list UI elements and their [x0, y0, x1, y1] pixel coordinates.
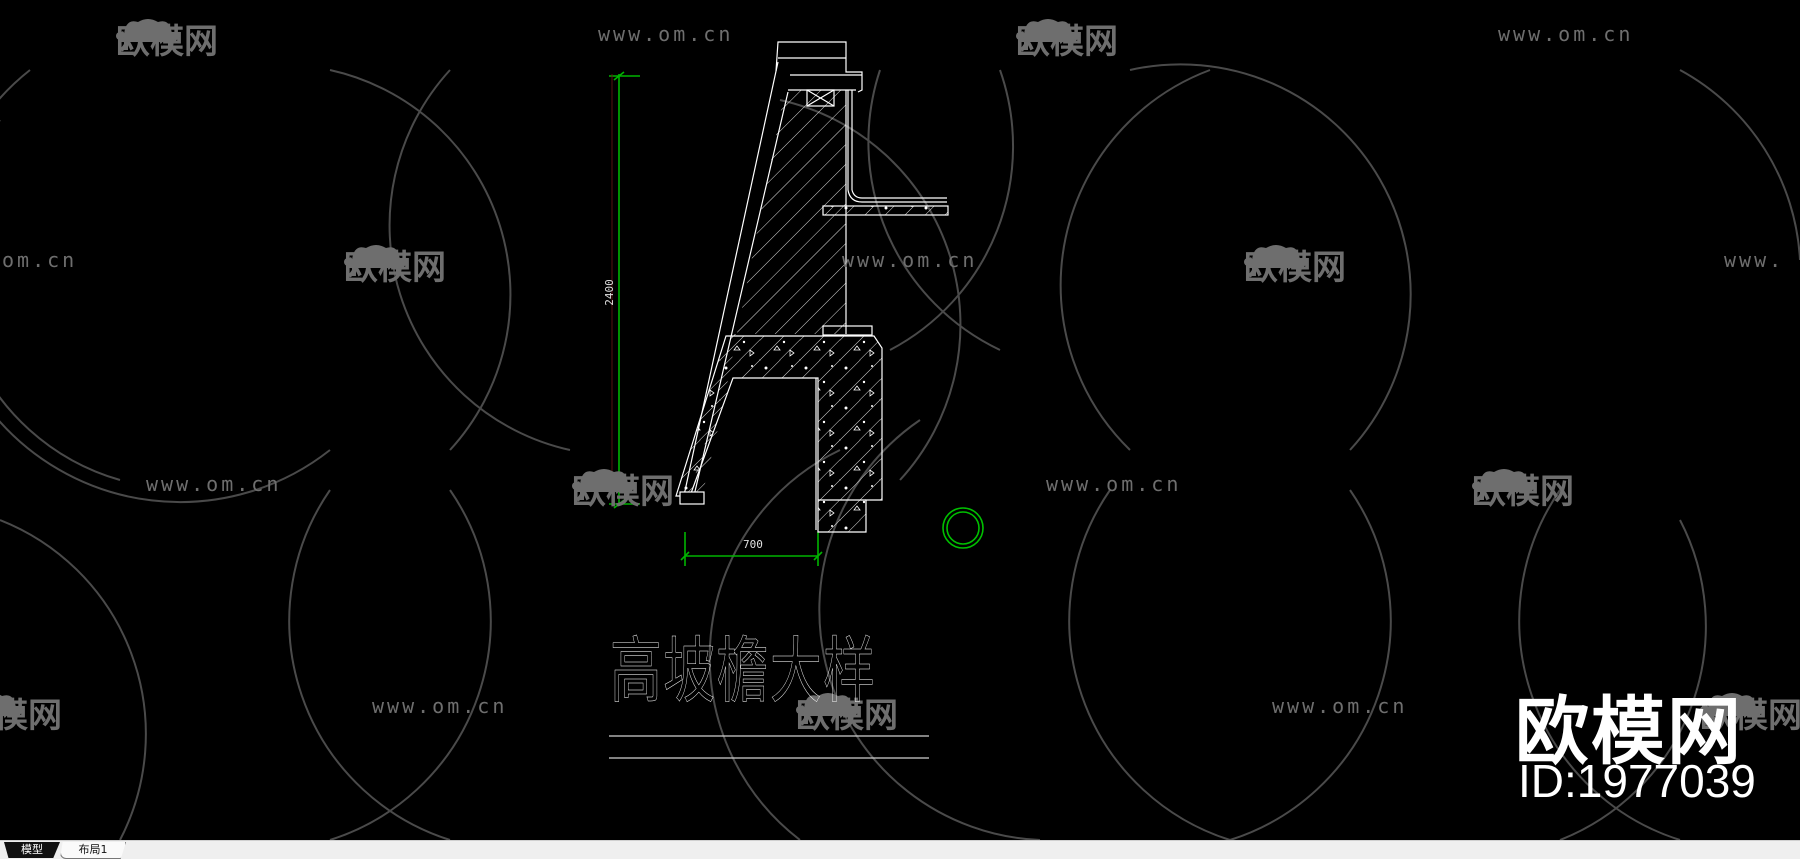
dimension-label-vertical: 2400 [602, 279, 616, 306]
watermark-url: www.om.cn [1272, 694, 1408, 718]
watermark-logo: 欧模网 [572, 464, 674, 513]
sofa-logo-icon [0, 694, 24, 724]
watermark-url: www.om.cn [146, 472, 282, 496]
dimension-horizontal [680, 532, 823, 566]
watermark-logo: 欧模网 [1472, 464, 1574, 513]
brand-id: ID:1977039 [1518, 755, 1756, 807]
cad-linework [682, 41, 949, 505]
watermark-url: www. [1724, 248, 1785, 272]
sofa-logo-icon [344, 245, 408, 276]
sofa-logo-icon [1472, 469, 1536, 500]
watermark-logo: 欧模网 [116, 14, 218, 63]
watermark-url: www.om.cn [1046, 472, 1182, 496]
watermark-logo: 欧模网 [1016, 14, 1118, 63]
watermark-logo: 欧模网 [1700, 688, 1800, 737]
tab-model[interactable]: 模型 [4, 842, 60, 858]
sofa-logo-icon [572, 469, 636, 500]
drawing-title: 高坡檐大样 [610, 629, 877, 714]
sofa-logo-icon [1016, 19, 1080, 50]
tab-layout1[interactable]: 布局1 [60, 842, 126, 859]
sofa-logo-icon [796, 693, 860, 724]
dimension-label-horizontal: 700 [743, 538, 763, 551]
watermark-url: www.om.cn [372, 694, 508, 718]
watermark-arcs [0, 63, 1800, 840]
sofa-logo-icon [1244, 245, 1308, 276]
watermark-logo: 欧模网 [1244, 240, 1346, 289]
layout-tab-bar: 模型 布局1 [0, 840, 1800, 859]
watermark-url: www.om.cn [1498, 22, 1634, 46]
sofa-logo-icon [116, 19, 180, 50]
watermark-url: www.om.cn [842, 248, 978, 272]
dimension-vertical [609, 71, 640, 509]
watermark-logo: 欧模网 [796, 688, 898, 737]
title-underline [609, 735, 929, 759]
sofa-logo-icon [1700, 693, 1764, 724]
watermark-logo: 欧模网 [0, 688, 62, 737]
cad-drawing [0, 41, 1800, 840]
circle-marker [942, 507, 984, 549]
watermark-url: www.om.cn [598, 22, 734, 46]
cad-model-space[interactable]: 2400 700 www.om.cn www.om.cn om.cn www.o… [0, 0, 1800, 840]
watermark-url: om.cn [2, 248, 78, 272]
brand-name: 欧模网 [1515, 689, 1743, 775]
concrete-beam [675, 335, 883, 533]
watermark-logo: 欧模网 [344, 240, 446, 289]
